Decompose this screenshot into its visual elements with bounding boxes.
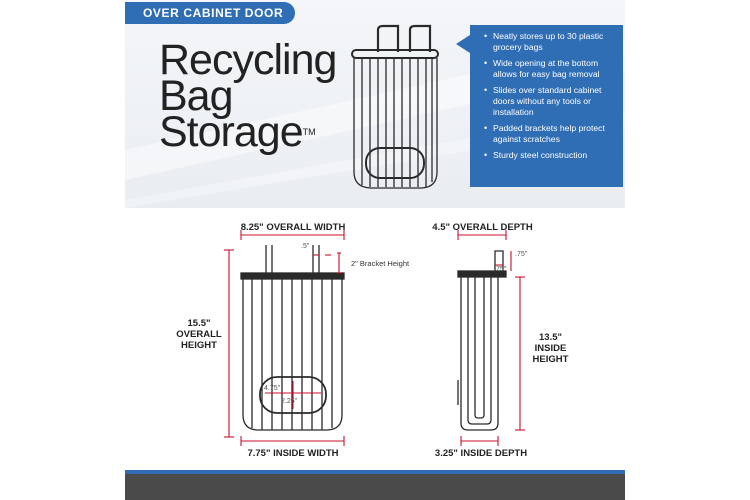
footer-accent-bar [125, 470, 625, 474]
feature-list: •Neatly stores up to 30 plastic grocery … [456, 25, 623, 187]
bullet-icon: • [484, 123, 488, 133]
feature-item: •Neatly stores up to 30 plastic grocery … [484, 31, 604, 52]
feature-item: •Slides over standard cabinet doors with… [484, 85, 602, 117]
bracket-gap-label: .5" [301, 243, 310, 250]
overall-depth-label: 4.5" OVERALL DEPTH [432, 222, 533, 233]
side-view-basket [457, 250, 507, 431]
product-photo-basket [351, 24, 439, 189]
hook-depth-label-a: .75" [515, 251, 528, 258]
front-view-dimension-lines [224, 230, 345, 446]
bullet-icon: • [484, 85, 488, 95]
bullet-icon: • [484, 58, 488, 68]
dimension-drawings [224, 230, 525, 446]
feature-item: •Padded brackets help protect against sc… [484, 123, 605, 144]
opening-width-label: 4.75" [264, 385, 281, 392]
overall-height-label: 15.5" OVERALL HEIGHT [176, 318, 222, 351]
feature-item: •Sturdy steel construction [484, 150, 588, 160]
product-info-panel: OVER CABINET DOOR Recycling Bag StorageT… [125, 0, 625, 500]
product-title: Recycling Bag StorageTM [159, 36, 349, 156]
inside-depth-label: 3.25" INSIDE DEPTH [434, 448, 528, 459]
bullet-icon: • [484, 150, 488, 160]
inside-width-label: 7.75" INSIDE WIDTH [247, 448, 339, 459]
bullet-icon: • [484, 31, 488, 41]
feature-item: •Wide opening at the bottom allows for e… [484, 58, 600, 79]
overall-width-label: 8.25" OVERALL WIDTH [240, 222, 346, 233]
side-view-dimension-lines [457, 230, 525, 446]
inside-height-label: 13.5" INSIDE HEIGHT [532, 332, 569, 365]
title-line-1: Recycling [159, 36, 337, 84]
title-line-2: Bag [159, 72, 234, 120]
hook-depth-label-b: .75" [494, 266, 507, 273]
bracket-height-label: 2" Bracket Height [351, 259, 410, 268]
title-line-3: StorageTM [159, 108, 316, 156]
category-tag: OVER CABINET DOOR [125, 2, 295, 24]
opening-height-label: 2.25" [281, 398, 298, 405]
trademark-mark: TM [302, 127, 316, 137]
footer-bar [125, 474, 625, 500]
front-view-basket [240, 245, 345, 431]
